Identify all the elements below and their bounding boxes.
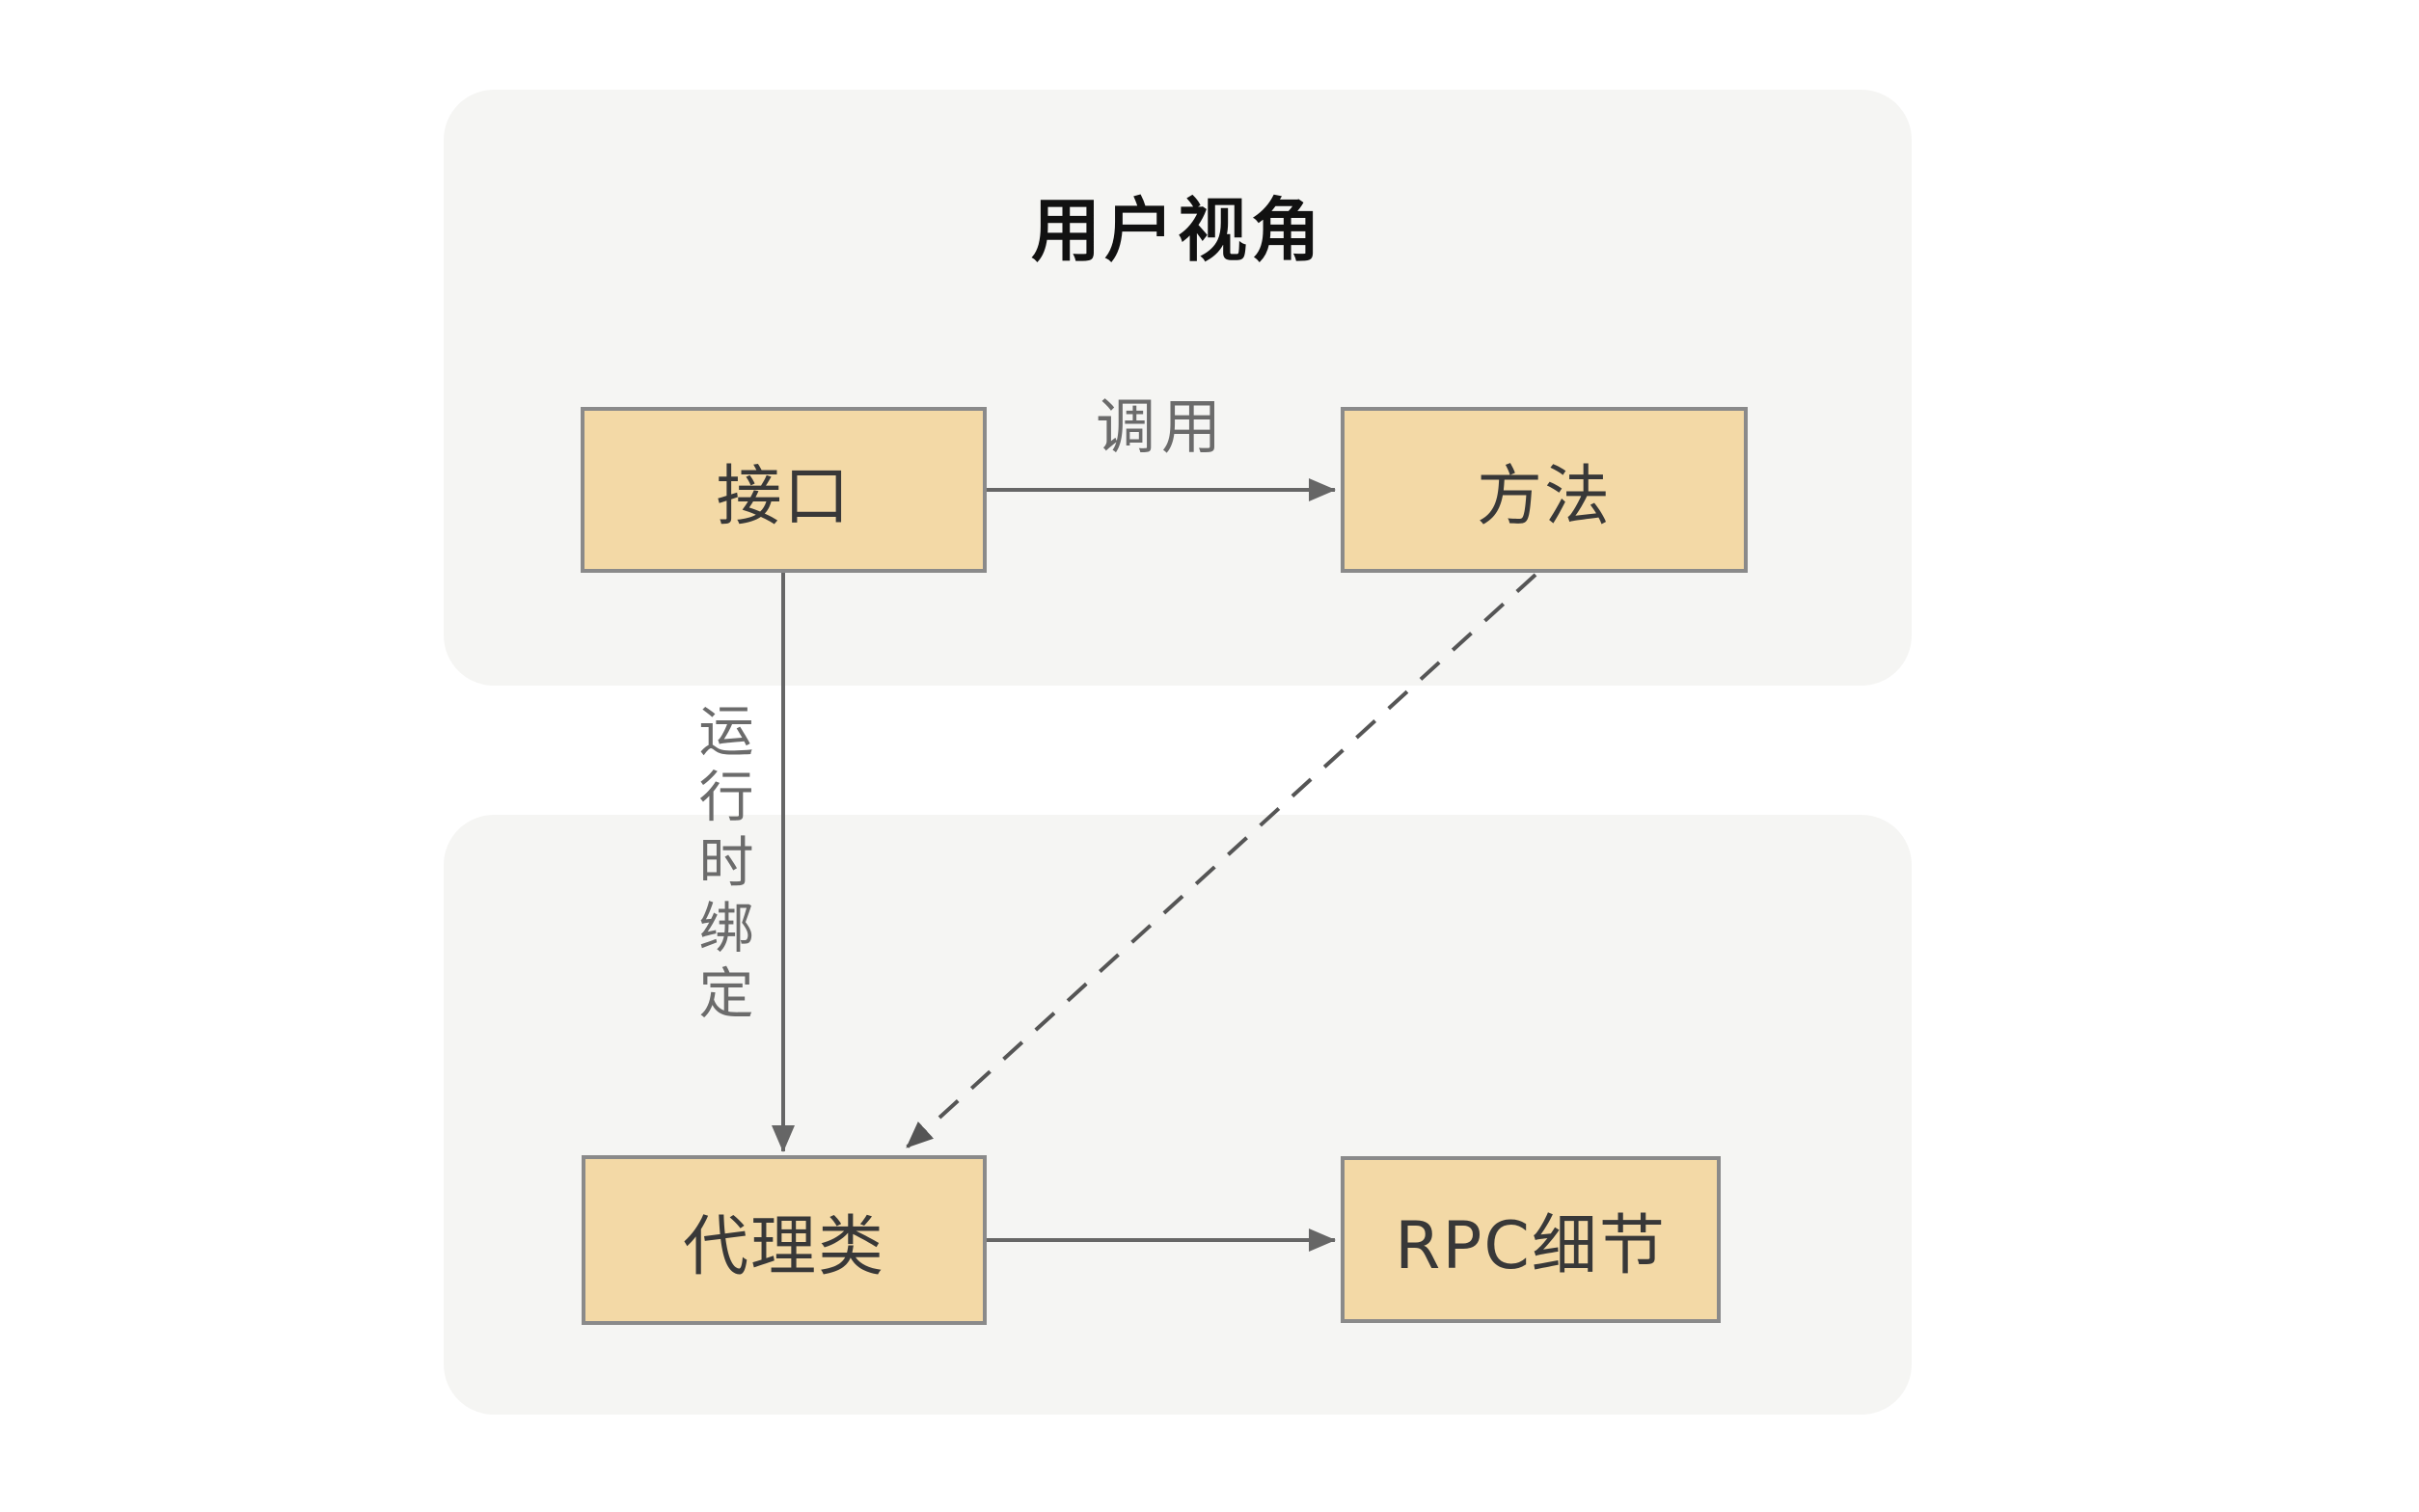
diagram-title: 用户视角	[1030, 190, 1324, 271]
node-interface-label: 接口	[716, 458, 852, 535]
node-method-label: 方法	[1476, 458, 1612, 535]
node-rpc: RPC细节	[1341, 1156, 1721, 1323]
edge-label-call: 调用	[1095, 392, 1227, 462]
node-interface: 接口	[581, 407, 987, 573]
node-method: 方法	[1341, 407, 1748, 573]
node-proxy-label: 代理类	[682, 1208, 885, 1285]
edge-label-runtime-binding: 运行时绑定	[690, 702, 753, 1030]
node-proxy: 代理类	[582, 1155, 987, 1325]
node-rpc-label: RPC细节	[1395, 1208, 1667, 1284]
